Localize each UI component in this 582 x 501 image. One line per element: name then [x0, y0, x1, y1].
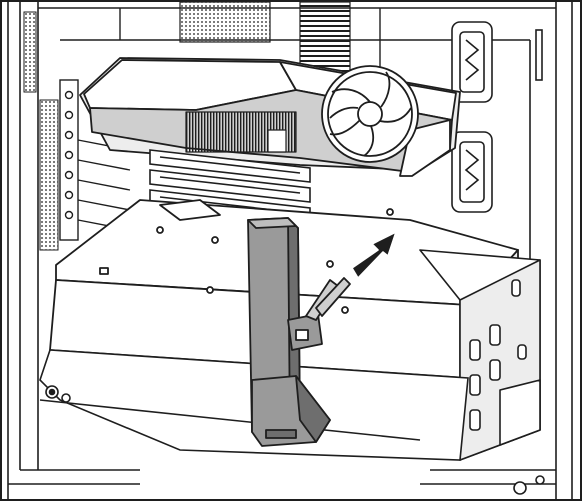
drive-cage-icon: [419, 249, 541, 461]
direction-arrow-icon: [351, 231, 397, 279]
rear-fan-vents: [451, 21, 543, 213]
front-mesh-panel: [23, 11, 59, 251]
fan-icon: [321, 65, 419, 163]
gpu-icon: [79, 57, 461, 177]
expansion-slot-covers: [59, 79, 131, 241]
motherboard-heatsink: [119, 1, 381, 73]
anti-sag-bracket-icon: [247, 217, 351, 447]
